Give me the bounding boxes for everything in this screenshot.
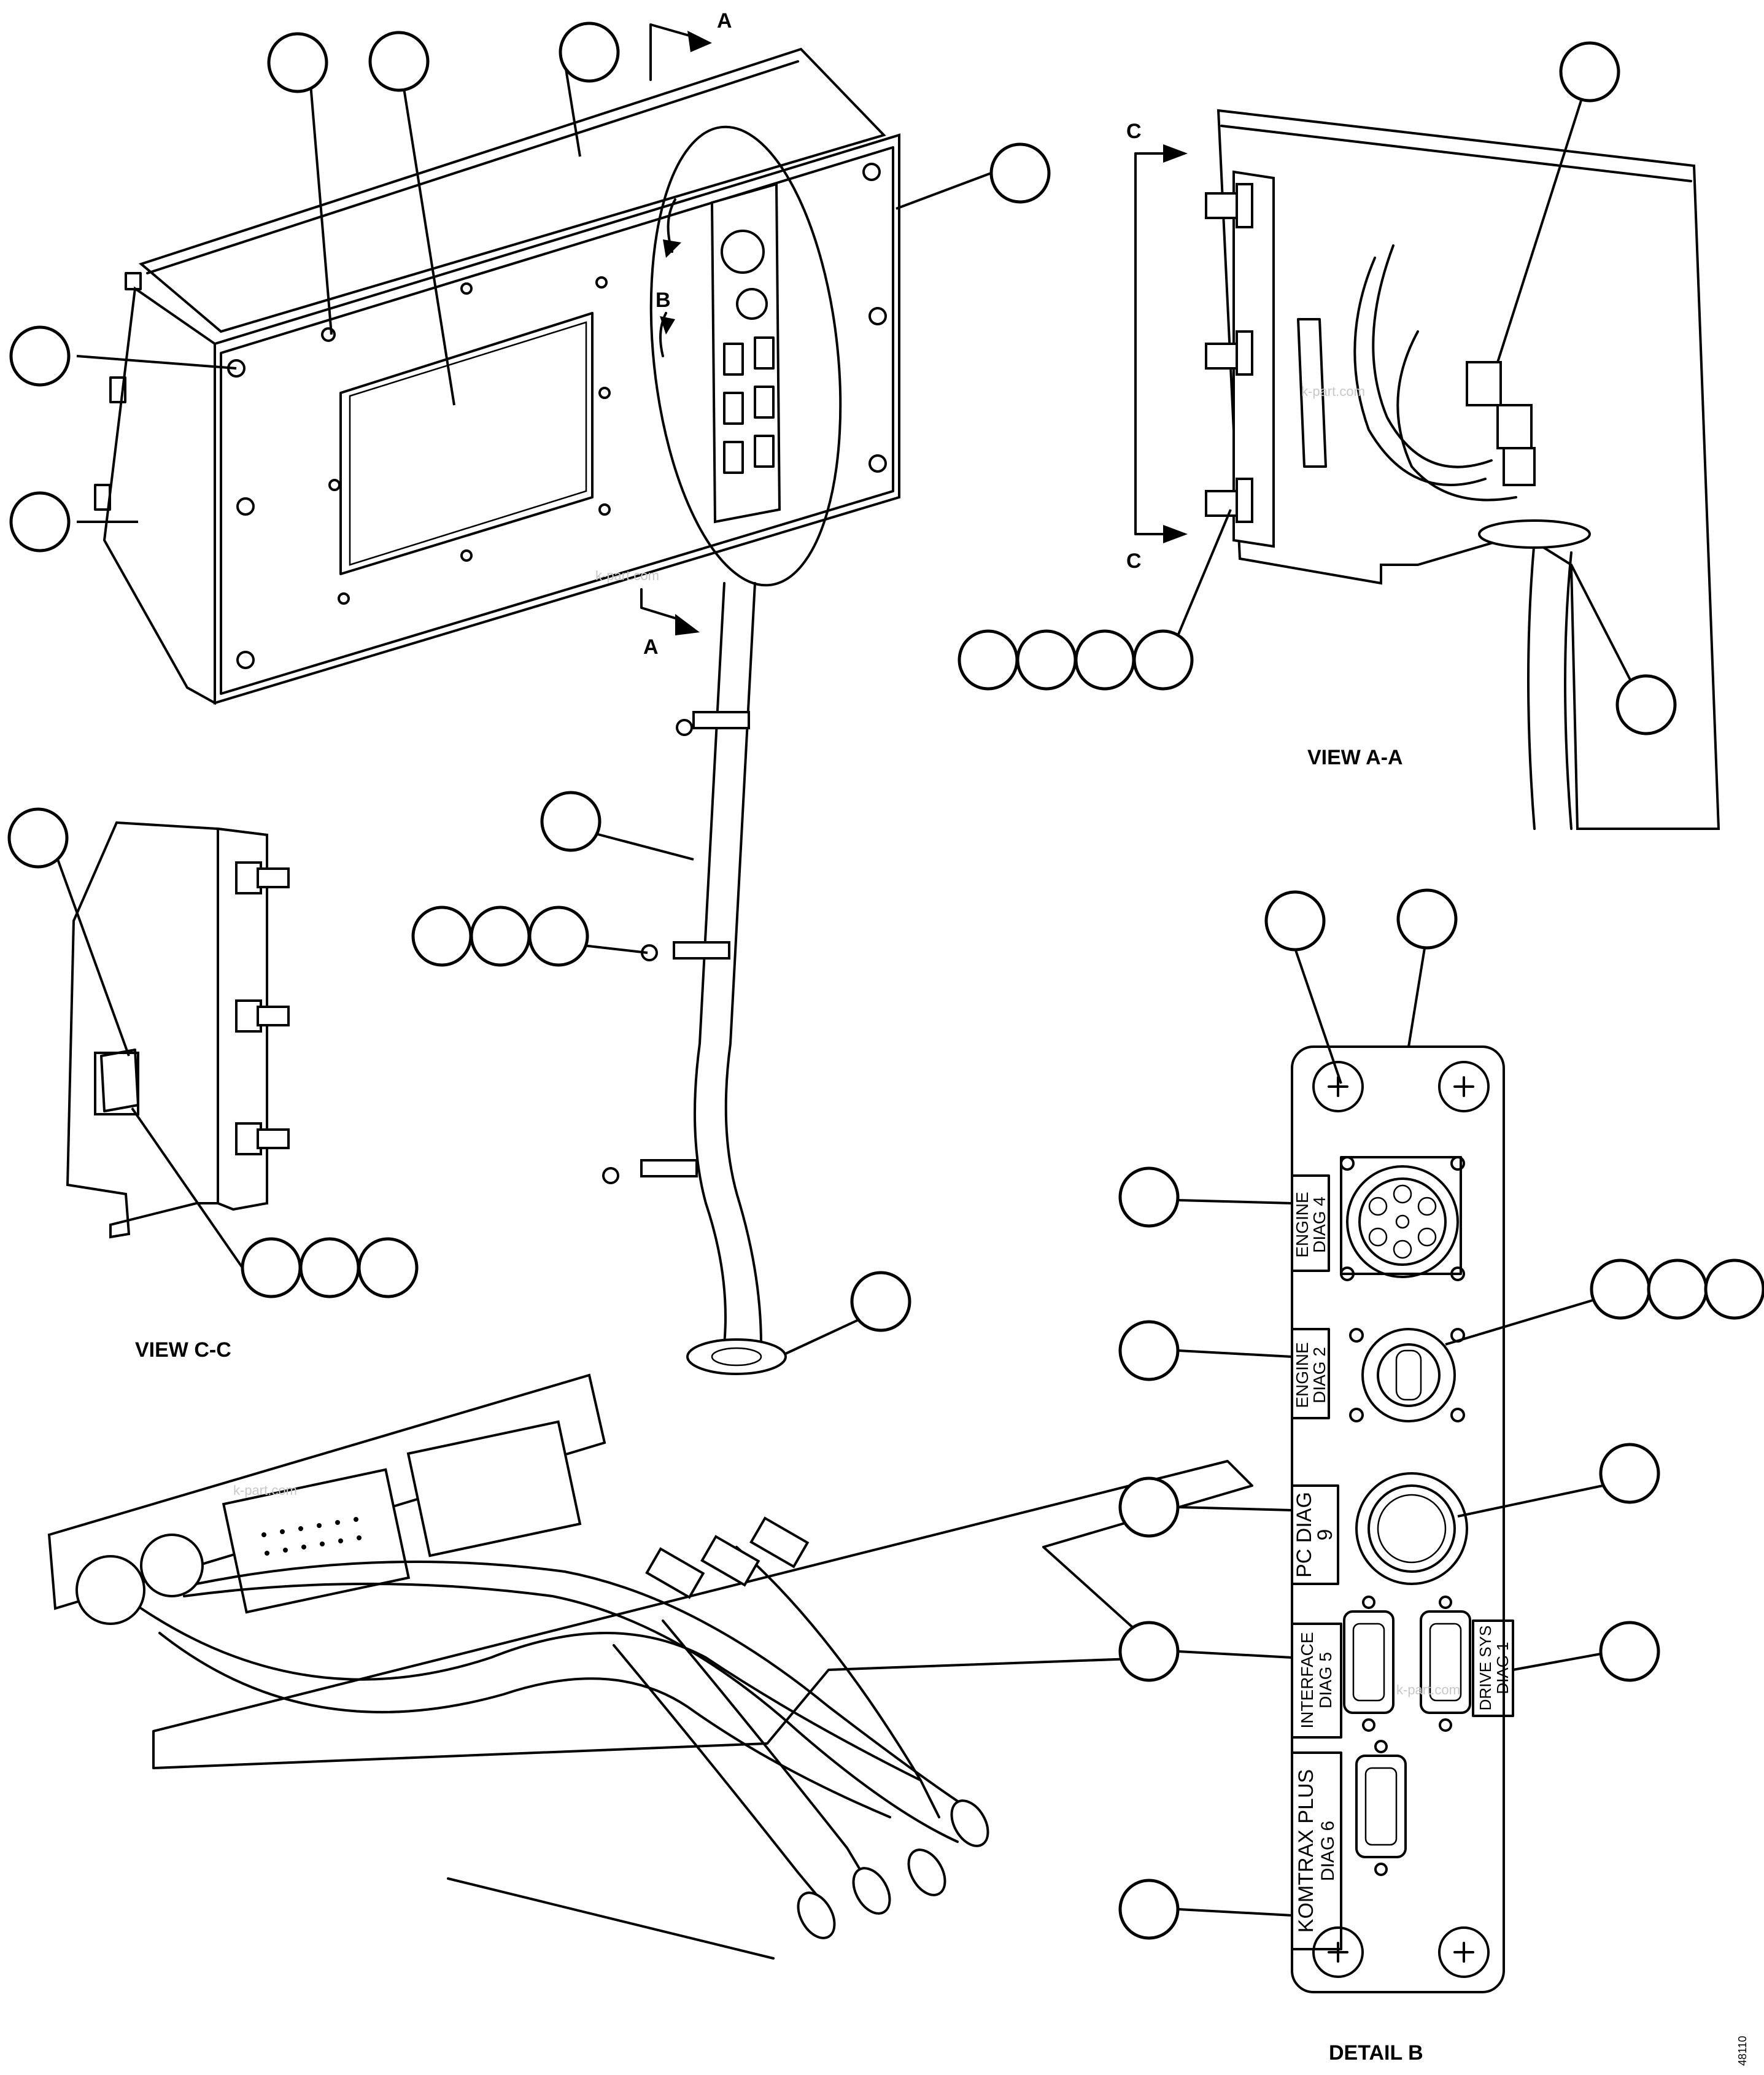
detail-title-b: DETAIL B xyxy=(1329,2041,1423,2065)
section-label-b: B xyxy=(656,289,671,312)
callout-bubble xyxy=(470,906,531,967)
callout-bubble xyxy=(540,791,602,852)
plate-label-komtrax-plus-diag6: KOMTRAX PLUS DIAG 6 xyxy=(1294,1769,1338,1933)
plate-label-line: DIAG 1 xyxy=(1493,1642,1512,1694)
plate-label-line: ENGINE xyxy=(1293,1342,1312,1408)
callout-bubble xyxy=(411,906,473,967)
plate-label-line: DIAG 5 xyxy=(1316,1652,1335,1708)
section-a-markers xyxy=(640,23,712,635)
watermark: k-part.com xyxy=(233,1483,297,1498)
callout-bubble xyxy=(1647,1259,1708,1320)
lower-connector-assembly xyxy=(47,1373,1253,1960)
callout-bubble xyxy=(299,1237,360,1298)
plate-label-line: DIAG 6 xyxy=(1318,1821,1338,1881)
callout-bubble xyxy=(1704,1259,1764,1320)
callout-bubble xyxy=(850,1271,911,1332)
callout-bubble xyxy=(368,31,430,92)
plate-label-line: 9 xyxy=(1313,1529,1337,1541)
plate-label-line: ENGINE xyxy=(1293,1192,1312,1257)
drawing-number: 48110 xyxy=(1736,2036,1749,2066)
callout-bubble xyxy=(1615,674,1677,735)
callout-bubble xyxy=(1074,629,1135,691)
callout-bubble xyxy=(1118,1166,1180,1228)
view-cc xyxy=(66,821,290,1239)
callout-bubble xyxy=(1559,41,1620,103)
leader-lines xyxy=(51,61,1634,1917)
callout-bubble xyxy=(9,325,71,387)
watermark: k-part.com xyxy=(595,568,659,583)
callout-bubble xyxy=(1590,1259,1651,1320)
callout-bubble xyxy=(1396,888,1458,950)
wire-harness xyxy=(602,582,787,1375)
callout-bubble xyxy=(357,1237,419,1298)
callout-bubble xyxy=(1016,629,1077,691)
plate-label-line: INTERFACE xyxy=(1298,1632,1317,1728)
plate-label-pc-diag9: PC DIAG 9 xyxy=(1293,1492,1337,1578)
callout-bubble xyxy=(1118,1621,1180,1682)
detail-b-plate xyxy=(1291,1045,1514,1993)
view-title-cc: VIEW C-C xyxy=(135,1338,231,1362)
section-label-c-top: C xyxy=(1126,120,1142,143)
callout-bubble xyxy=(559,21,620,83)
watermark: k-part.com xyxy=(1396,1682,1460,1697)
callout-bubble xyxy=(9,491,71,553)
plate-label-line: KOMTRAX PLUS xyxy=(1294,1769,1318,1933)
callout-bubble xyxy=(957,629,1019,691)
callout-bubble xyxy=(1599,1443,1660,1504)
callout-bubble xyxy=(1118,1320,1180,1381)
callout-bubble xyxy=(1132,629,1194,691)
callout-bubble xyxy=(1599,1621,1660,1682)
plate-label-line: DIAG 4 xyxy=(1310,1197,1329,1253)
callout-bubble xyxy=(1118,1879,1180,1940)
callout-bubble xyxy=(989,142,1051,204)
callout-bubble xyxy=(241,1237,302,1298)
plate-label-drive-sys-diag1: DRIVE SYS DIAG 1 xyxy=(1476,1626,1512,1711)
plate-label-line: DIAG 2 xyxy=(1310,1347,1329,1403)
callout-bubble xyxy=(1118,1476,1180,1538)
plate-label-line: PC DIAG xyxy=(1293,1492,1316,1578)
callout-bubble xyxy=(267,32,328,93)
plate-label-engine-diag4: ENGINE DIAG 4 xyxy=(1293,1192,1329,1257)
view-aa xyxy=(1134,109,1720,830)
section-label-c-bottom: C xyxy=(1126,549,1142,573)
watermark: k-part.com xyxy=(1301,384,1365,399)
callout-bubbles xyxy=(7,21,1764,1940)
callout-bubble xyxy=(528,906,589,967)
view-title-aa: VIEW A-A xyxy=(1307,746,1403,769)
plate-label-engine-diag2: ENGINE DIAG 2 xyxy=(1293,1342,1329,1408)
plate-label-interface-diag5: INTERFACE DIAG 5 xyxy=(1298,1632,1335,1728)
plate-label-line: DRIVE SYS xyxy=(1476,1626,1495,1711)
section-label-a-top: A xyxy=(717,9,732,33)
diagnostic-panel-enclosure xyxy=(94,47,900,705)
section-label-a-bottom: A xyxy=(643,635,659,659)
callout-bubble xyxy=(7,807,69,869)
callout-bubble xyxy=(1264,890,1326,952)
